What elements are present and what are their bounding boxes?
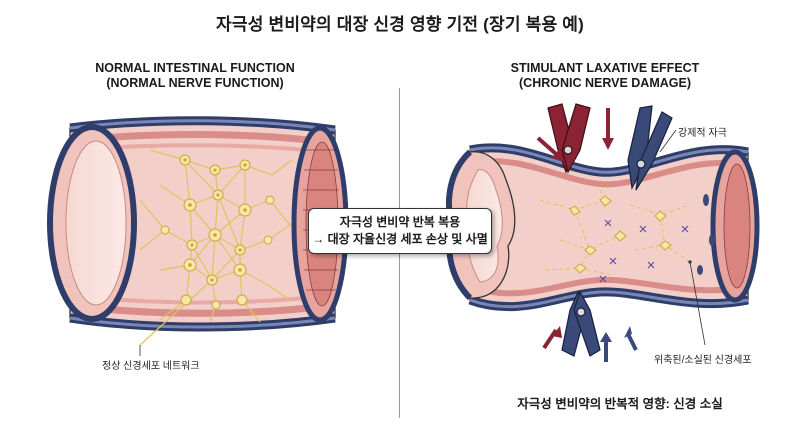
damage-heading-line2: (CHRONIC NERVE DAMAGE) xyxy=(519,76,691,90)
clamp-top-blue xyxy=(627,105,673,191)
damaged-cells-label: 위축된/소실된 신경세포 xyxy=(654,355,752,366)
normal-network-label: 정상 신경세포 네트워크 xyxy=(102,361,200,372)
damage-heading: STIMULANT LAXATIVE EFFECT (CHRONIC NERVE… xyxy=(470,61,740,91)
force-label: 강제적 자극 xyxy=(678,128,727,139)
normal-heading: NORMAL INTESTINAL FUNCTION (NORMAL NERVE… xyxy=(60,61,330,91)
damaged-nerve-cells xyxy=(569,195,672,274)
callout-line1: 자극성 변비약 반복 복용 xyxy=(339,215,461,229)
damage-caption: 자극성 변비약의 반복적 영향: 신경 소실 xyxy=(517,397,723,411)
force-arrows xyxy=(536,108,662,362)
dead-cell-marks xyxy=(599,219,689,283)
page-title: 자극성 변비약의 대장 신경 영향 기전 (장기 복용 예) xyxy=(216,15,584,34)
normal-intestine xyxy=(47,116,349,346)
damage-heading-line1: STIMULANT LAXATIVE EFFECT xyxy=(510,61,700,75)
clamp-bottom-blue xyxy=(561,290,601,357)
arrow-heads xyxy=(552,138,654,342)
damaged-intestine xyxy=(446,103,760,362)
effect-callout: 자극성 변비약 반복 복용 → 대장 자율신경 세포 손상 및 사멸 xyxy=(308,208,492,254)
normal-heading-line2: (NORMAL NERVE FUNCTION) xyxy=(106,76,284,90)
normal-heading-line1: NORMAL INTESTINAL FUNCTION xyxy=(95,61,295,75)
callout-line2: → 대장 자율신경 세포 손상 및 사멸 xyxy=(312,232,488,246)
clamp-top-red xyxy=(547,103,591,174)
